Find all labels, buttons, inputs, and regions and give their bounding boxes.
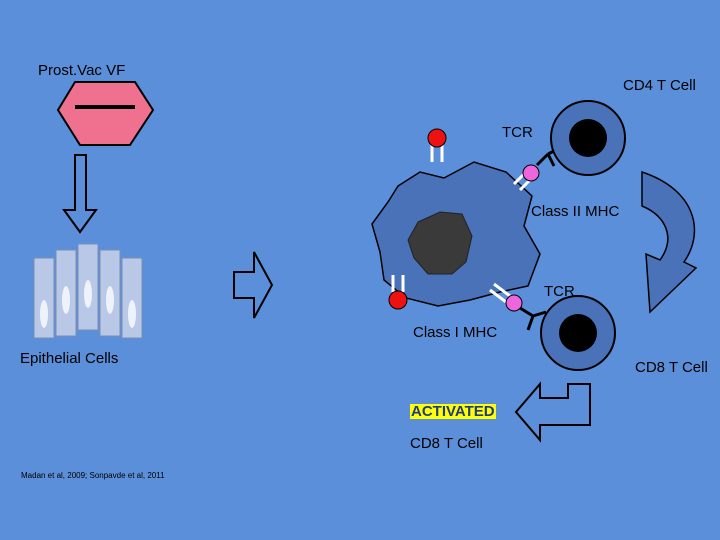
- tcr-top-label: TCR: [502, 124, 533, 141]
- citation: Madan et al, 2009; Sonpavde et al, 2011: [21, 471, 165, 480]
- activated-label: ACTIVATED: [410, 403, 496, 420]
- cd8-cell-label: CD8 T Cell: [635, 359, 708, 376]
- antigen-presenting-cell: [371, 161, 541, 307]
- class-i-mhc-label: Class I MHC: [413, 324, 498, 341]
- down-arrow: [62, 154, 98, 234]
- cd8-t-cell: [540, 295, 616, 371]
- antigen-top: [427, 128, 447, 162]
- activated-cd8-label: CD8 T Cell: [410, 435, 483, 452]
- class-ii-mhc-complex: [512, 146, 561, 192]
- cd4-cell-label: CD4 T Cell: [623, 77, 696, 94]
- activation-arrow: [514, 381, 591, 443]
- vaccine-label: Prost.Vac VF: [38, 62, 126, 79]
- class-ii-mhc-label: Class II MHC: [531, 203, 620, 220]
- class-i-mhc-complex: [489, 282, 547, 331]
- tcr-bottom-label: TCR: [544, 283, 575, 300]
- epithelial-cells: [33, 243, 143, 339]
- curved-arrow-cd4-to-cd8: [641, 170, 698, 314]
- vaccine-pentagon: [56, 81, 155, 146]
- epithelial-cells-label: Epithelial Cells: [20, 350, 119, 367]
- cd4-t-cell: [550, 100, 626, 176]
- antigen-bottom: [388, 275, 408, 310]
- right-arrow: [233, 251, 274, 319]
